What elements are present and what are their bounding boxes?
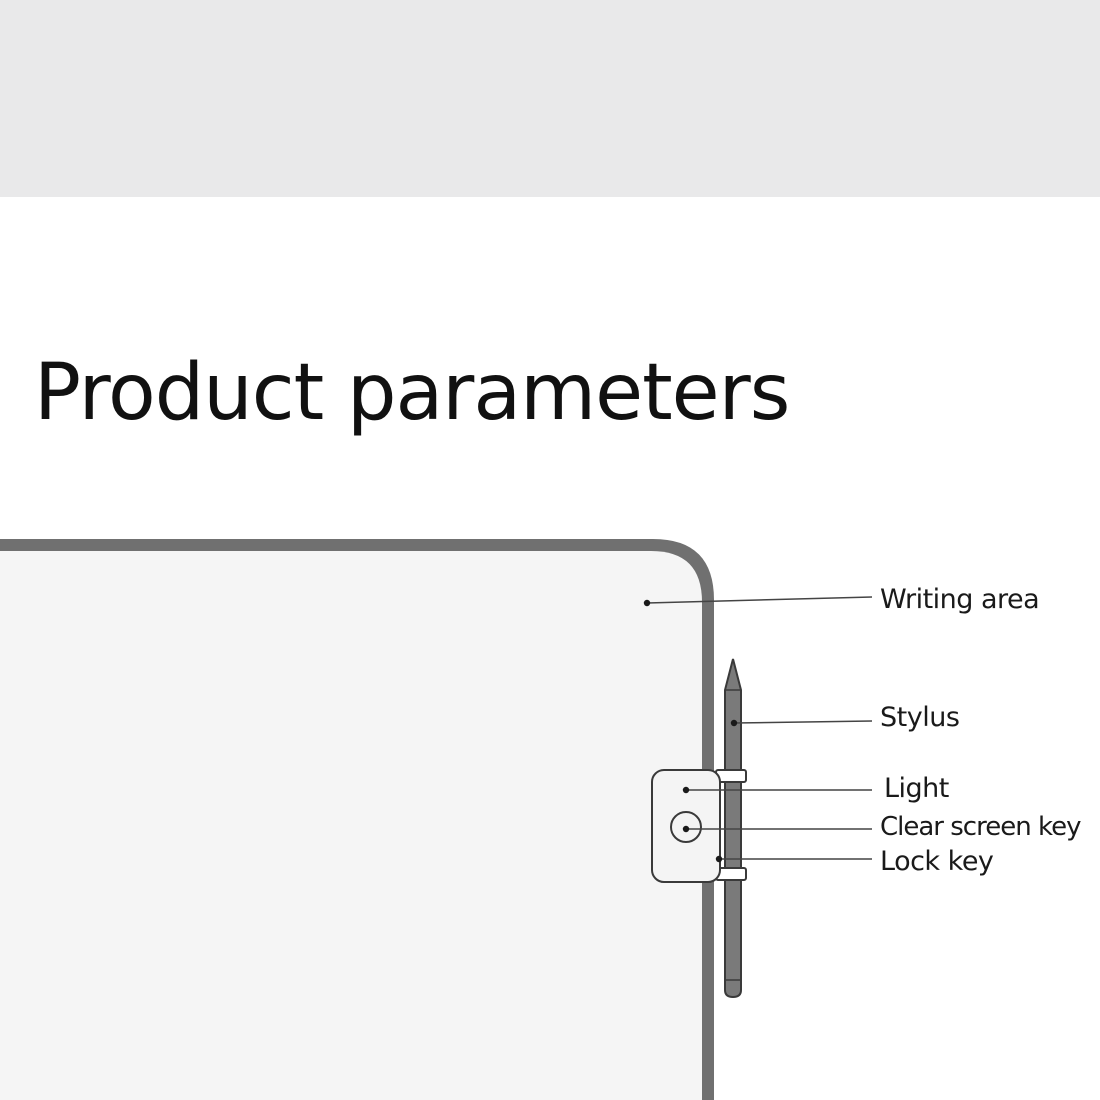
dot-writing-area xyxy=(643,599,651,607)
dot-stylus xyxy=(730,719,738,727)
callout-stylus: Stylus xyxy=(880,702,960,733)
writing-screen xyxy=(0,551,702,1100)
leader-stylus xyxy=(733,720,873,724)
callout-writing-area: Writing area xyxy=(880,584,1040,615)
callout-clear-screen-key: Clear screen key xyxy=(880,812,1081,842)
top-band xyxy=(0,0,1100,197)
anchor-dots xyxy=(643,599,738,863)
dot-lock-key xyxy=(715,855,723,863)
callout-lock-key: Lock key xyxy=(880,846,994,877)
dot-light xyxy=(682,786,690,794)
callout-light: Light xyxy=(884,773,949,804)
leader-lines xyxy=(646,596,873,860)
dot-clear-screen-key xyxy=(682,825,690,833)
leader-writing-area xyxy=(646,596,873,604)
stylus-pen xyxy=(715,658,747,999)
page-title: Product parameters xyxy=(34,348,790,438)
